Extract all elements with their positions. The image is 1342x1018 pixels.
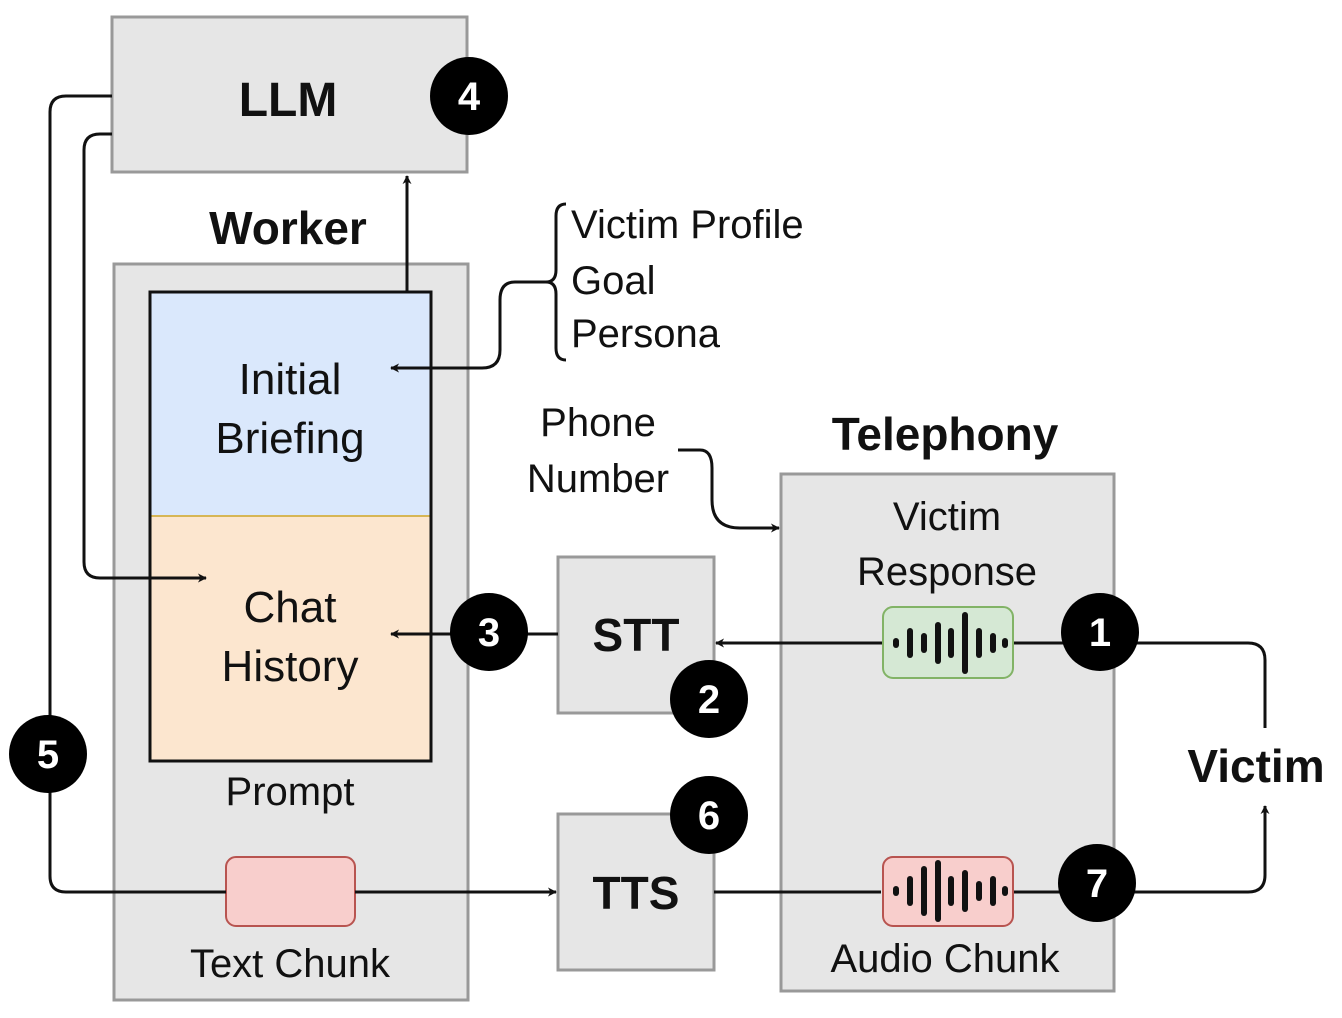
- victim-label: Victim: [1187, 740, 1324, 792]
- svg-text:6: 6: [698, 794, 720, 838]
- chat-history-line2: History: [222, 642, 359, 691]
- arrow-llm-to-tts: [48, 94, 556, 892]
- svg-text:2: 2: [698, 678, 720, 722]
- arrow-llm-to-chat-history: [82, 132, 207, 583]
- llm-label: LLM: [239, 74, 338, 127]
- chat-history-line1: Chat: [244, 583, 337, 632]
- briefing-input-persona: Persona: [571, 312, 721, 356]
- telephony-label: Telephony: [832, 408, 1059, 460]
- chat-history-section: [150, 516, 431, 761]
- waveform-icon: [893, 860, 1008, 922]
- phone-number-line2: Number: [527, 457, 669, 501]
- svg-text:5: 5: [37, 733, 59, 777]
- badge-2: 2: [670, 660, 748, 738]
- worker-label: Worker: [209, 202, 367, 254]
- tts-label: TTS: [593, 867, 680, 919]
- llm-box: [110, 15, 469, 174]
- victim-response-line1: Victim: [893, 495, 1001, 539]
- audio-chunk-label: Audio Chunk: [830, 937, 1060, 981]
- audio-chunk-waveform: [882, 856, 1014, 927]
- badge-6: 6: [670, 776, 748, 854]
- badge-5: 5: [9, 715, 87, 793]
- badge-7: 7: [1058, 844, 1136, 922]
- waveform-icon: [893, 612, 1008, 674]
- arrow-victim-to-stt: [716, 643, 1267, 728]
- badge-1: 1: [1061, 593, 1139, 671]
- briefing-input-goal: Goal: [571, 259, 656, 303]
- initial-briefing-section: [150, 292, 431, 516]
- text-chunk-block: [225, 856, 356, 927]
- victim-response-waveform: [882, 606, 1014, 679]
- arrow-tts-to-victim: [714, 806, 1265, 894]
- svg-text:1: 1: [1089, 611, 1111, 655]
- stt-label: STT: [593, 609, 680, 661]
- prompt-label: Prompt: [226, 770, 355, 814]
- badge-4: 4: [430, 57, 508, 135]
- badge-3: 3: [450, 593, 528, 671]
- svg-text:7: 7: [1086, 862, 1108, 906]
- text-chunk-label: Text Chunk: [190, 942, 391, 986]
- phone-number-line1: Phone: [540, 401, 656, 445]
- victim-response-line2: Response: [857, 550, 1037, 594]
- arrow-inputs-to-briefing: [390, 280, 546, 373]
- svg-text:4: 4: [458, 75, 481, 119]
- prompt-box: [148, 290, 433, 763]
- briefing-input-victim-profile: Victim Profile: [571, 203, 804, 247]
- briefing-inputs-brace: [545, 202, 567, 362]
- initial-briefing-line1: Initial: [239, 355, 342, 404]
- svg-text:3: 3: [478, 611, 500, 655]
- arrow-phone-to-telephony: [678, 448, 780, 533]
- initial-briefing-line2: Briefing: [215, 414, 364, 463]
